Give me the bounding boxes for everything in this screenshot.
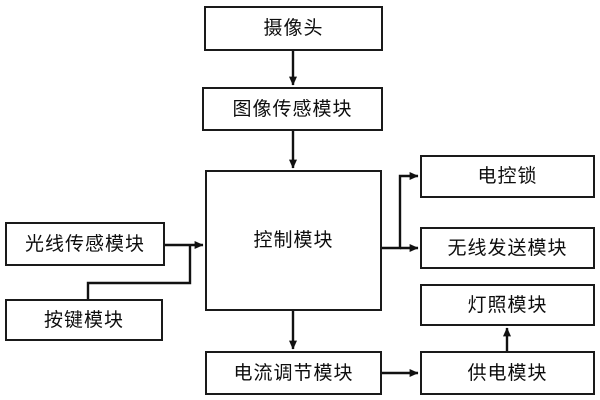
node-camera-label: 摄像头 xyxy=(263,17,324,40)
node-wireless-transmit-module[interactable]: 无线发送模块 xyxy=(420,227,595,269)
node-current-adjust-module[interactable]: 电流调节模块 xyxy=(205,351,382,395)
node-camera[interactable]: 摄像头 xyxy=(204,6,383,51)
node-electronic-lock-label: 电控锁 xyxy=(477,165,538,188)
node-image-sensor-module-label: 图像传感模块 xyxy=(232,97,353,120)
node-current-adjust-module-label: 电流调节模块 xyxy=(233,361,354,384)
node-key-module[interactable]: 按键模块 xyxy=(5,299,163,341)
node-light-sensor-module[interactable]: 光线传感模块 xyxy=(5,222,165,266)
node-control-module-label: 控制模块 xyxy=(253,229,334,252)
node-lighting-module[interactable]: 灯照模块 xyxy=(420,284,595,326)
node-wireless-transmit-module-label: 无线发送模块 xyxy=(447,236,568,259)
node-image-sensor-module[interactable]: 图像传感模块 xyxy=(202,87,383,131)
node-power-supply-module-label: 供电模块 xyxy=(467,361,548,384)
node-electronic-lock[interactable]: 电控锁 xyxy=(420,155,595,198)
node-lighting-module-label: 灯照模块 xyxy=(467,293,548,316)
node-key-module-label: 按键模块 xyxy=(43,308,124,331)
edge-control-to-electronic-lock xyxy=(382,172,419,250)
node-power-supply-module[interactable]: 供电模块 xyxy=(420,351,595,395)
node-control-module[interactable]: 控制模块 xyxy=(205,170,382,311)
node-light-sensor-module-label: 光线传感模块 xyxy=(24,232,145,255)
